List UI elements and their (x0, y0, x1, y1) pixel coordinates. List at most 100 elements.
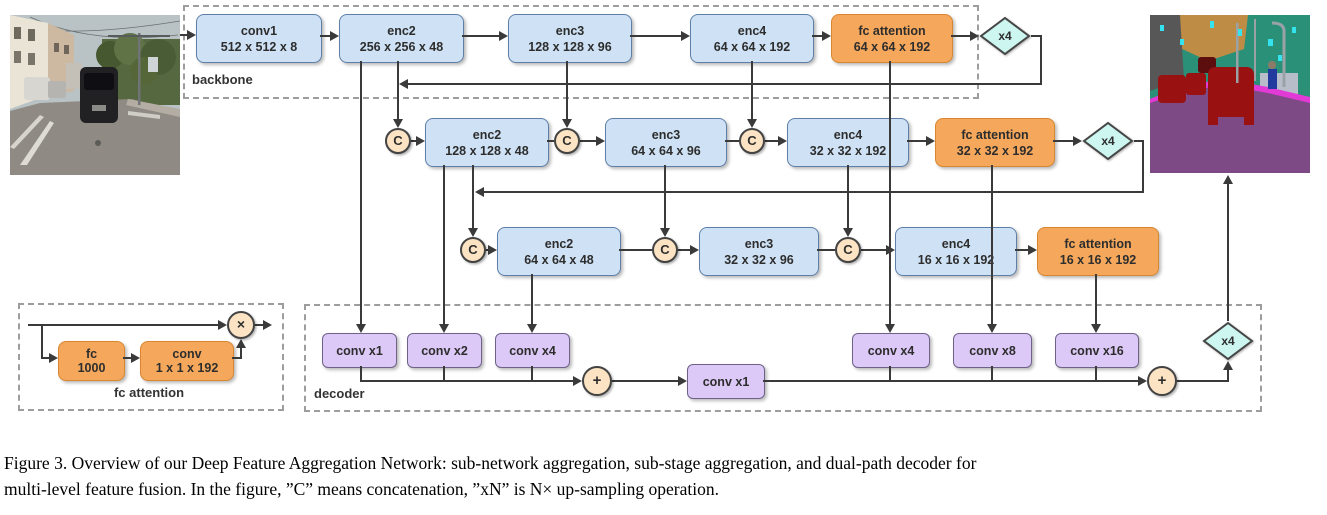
truck (66, 63, 82, 89)
arrowhead-r (886, 245, 895, 255)
arrowhead-r (187, 30, 196, 40)
node-dims: 128 x 128 x 96 (528, 39, 612, 54)
arrowhead-r (131, 353, 140, 363)
arrowhead-d (527, 324, 537, 333)
concat-op: C (460, 237, 486, 263)
node-dims: 1000 (77, 361, 106, 375)
concat-symbol: C (843, 242, 853, 257)
node-title: fc attention (858, 23, 926, 38)
arrowhead-d (747, 119, 757, 128)
connector-line (630, 35, 681, 37)
concat-op: C (652, 237, 678, 263)
node-title: conv x4 (509, 343, 556, 358)
node-dec-conv-x4-b: conv x4 (852, 333, 930, 368)
connector-line (472, 165, 474, 229)
arrowhead-r (573, 376, 582, 386)
connector-line (1040, 36, 1042, 84)
parked-van (24, 77, 50, 100)
node-dec-conv-x2: conv x2 (407, 333, 482, 368)
arrowhead-r (49, 353, 58, 363)
upsample-label: x4 (1101, 134, 1115, 148)
backbone-region-box (183, 5, 979, 99)
connector-line (443, 366, 445, 381)
arrowhead-d (393, 119, 403, 128)
connector-line (619, 249, 652, 251)
arrowhead-d (356, 324, 366, 333)
multiply-op: × (227, 311, 255, 339)
node-dims: 1 x 1 x 192 (155, 361, 219, 375)
connector-line (580, 140, 596, 142)
node-title: enc3 (744, 236, 774, 251)
connector-line (847, 165, 849, 229)
node-enc2-row3: enc2 64 x 64 x 48 (497, 227, 621, 276)
node-legend-fc: fc 1000 (58, 341, 125, 381)
node-title: enc2 (472, 127, 502, 142)
node-title: enc4 (737, 23, 767, 38)
connector-line (1015, 249, 1028, 251)
input-image (10, 15, 180, 175)
connector-line (123, 357, 131, 359)
caption-line-1: Figure 3. Overview of our Deep Feature A… (4, 453, 977, 473)
arrowhead-r (488, 245, 497, 255)
node-fc-attention-row3: fc attention 16 x 16 x 192 (1037, 227, 1159, 276)
node-title: enc2 (544, 236, 574, 251)
connector-line (531, 366, 533, 381)
arrowhead-d (439, 324, 449, 333)
connector-line (180, 34, 187, 36)
concat-symbol: C (393, 133, 403, 148)
arrowhead-r (596, 136, 605, 146)
connector-line (612, 380, 678, 382)
arrowhead-d (562, 119, 572, 128)
node-conv1: conv1 512 x 512 x 8 (196, 14, 322, 63)
connector-line (443, 165, 445, 325)
connector-line (320, 35, 330, 37)
node-enc2-row1: enc2 256 x 256 x 48 (339, 14, 464, 63)
connector-line (889, 61, 891, 325)
node-title: conv x16 (1070, 343, 1124, 358)
connector-line (255, 324, 263, 326)
connector-line (907, 140, 926, 142)
node-dims: 32 x 32 x 192 (809, 143, 887, 158)
connector-line (991, 366, 993, 381)
node-enc3-row2: enc3 64 x 64 x 96 (605, 118, 727, 167)
arrowhead-d (843, 228, 853, 237)
connector-line (240, 348, 242, 358)
node-title: fc attention (1064, 236, 1132, 251)
connector-line (41, 325, 43, 358)
arrowhead-r (263, 320, 272, 330)
node-dims: 128 x 128 x 48 (445, 143, 529, 158)
concat-op: C (835, 237, 861, 263)
arrowhead-l (399, 79, 408, 89)
node-title: enc4 (833, 127, 863, 142)
node-dec-conv-x1-b: conv x1 (687, 364, 765, 399)
node-dec-conv-x4-a: conv x4 (495, 333, 570, 368)
decoder-region-box (304, 304, 1262, 412)
connector-line (411, 140, 416, 142)
add-op: + (582, 366, 612, 396)
connector-line (1031, 35, 1042, 37)
connector-line (232, 357, 242, 359)
connector-line (751, 61, 753, 120)
node-dims: 64 x 64 x 192 (713, 39, 791, 54)
node-title: conv x1 (336, 343, 383, 358)
node-enc2-row2: enc2 128 x 128 x 48 (425, 118, 549, 167)
car-mask (1158, 75, 1186, 103)
add-op: + (1147, 366, 1177, 396)
connector-line (462, 35, 499, 37)
node-dims: 16 x 16 x 192 (1059, 252, 1137, 267)
node-title: conv x4 (867, 343, 915, 358)
add-symbol: + (1157, 372, 1167, 389)
connector-line (484, 191, 1144, 193)
arrowhead-r (499, 31, 508, 41)
node-title: enc3 (651, 127, 681, 142)
concat-symbol: C (747, 133, 757, 148)
node-title: conv1 (240, 23, 278, 38)
fc-attention-legend-box (18, 303, 284, 411)
output-image (1150, 15, 1310, 173)
upsample-x4-op: x4 (979, 16, 1031, 56)
upsample-x4-op: x4 (1082, 121, 1134, 161)
connector-line (1177, 380, 1229, 382)
connector-line (486, 249, 488, 251)
arrowhead-r (1073, 136, 1082, 146)
node-dims: 64 x 64 x 192 (853, 39, 931, 54)
